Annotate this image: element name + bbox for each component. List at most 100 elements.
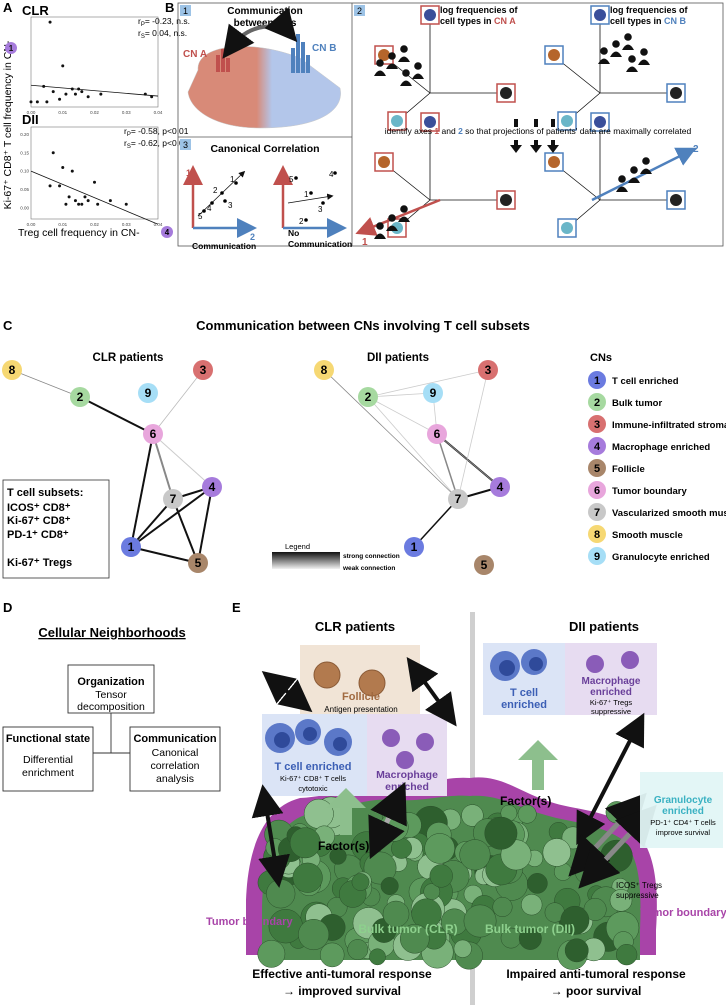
tumor-cell <box>347 939 369 960</box>
comm-sub-3: analysis <box>156 773 194 785</box>
cn-node-label: 7 <box>170 492 177 506</box>
macro-label-1: Macrophage <box>376 769 438 781</box>
step-2-number: 2 <box>357 6 362 16</box>
clr-network-title: CLR patients <box>93 352 164 364</box>
tumor-cell <box>369 948 386 966</box>
tcell-sub-2: cytotoxic <box>298 784 327 793</box>
cn-node-4 <box>202 477 222 497</box>
identify-post: so that projections of patients' data ar… <box>463 126 692 136</box>
granulocyte-box <box>640 772 723 848</box>
cn-node-3 <box>193 360 213 380</box>
e-dii-title: DII patients <box>569 619 639 634</box>
cn-a-label: CN A <box>183 49 207 60</box>
tumor-cell <box>616 943 638 966</box>
dii-tcell-label-1: T cell <box>510 687 538 699</box>
cn-node-8 <box>314 360 334 380</box>
stat-value: = -0.62, p<0.05 <box>131 138 189 148</box>
svg-text:1: 1 <box>230 175 235 184</box>
x-tick-label: 0.01 <box>58 110 67 115</box>
svg-text:rP= -0.58, p<0.01: rP= -0.58, p<0.01 <box>124 126 189 138</box>
tumor-cell <box>492 896 513 917</box>
tumor-boundary-left: Tumor boundary <box>206 916 293 928</box>
projection-axis-1 <box>355 198 441 236</box>
svg-text:4: 4 <box>329 170 334 179</box>
comm-title-1: Communication <box>227 6 303 17</box>
scatter-point <box>48 184 52 188</box>
func-sub-2: enrichment <box>22 767 74 779</box>
communication-title: Communication <box>133 733 216 745</box>
communication-arrow <box>222 7 298 59</box>
panel-a: A CLR rP= -0.23, n.s. rS= 0.04, n.s. 0.0… <box>2 0 190 239</box>
panel-a-top-stats: rP= -0.23, n.s. rS= 0.04, n.s. <box>138 16 190 40</box>
legend-node-number: 2 <box>594 397 600 409</box>
cn-node-label: 3 <box>485 363 492 377</box>
scatter-point <box>48 20 52 24</box>
subset-item: PD-1⁺ CD8⁺ <box>7 529 69 541</box>
y-axis-title: Ki-67⁺ CD8⁺ T cell frequency in CN- <box>2 40 14 209</box>
functional-state-title: Functional state <box>6 733 90 745</box>
poor-label: → poor survival <box>551 984 642 998</box>
dii-macro-label-1: Macrophage <box>582 676 641 687</box>
legend-cn-label: Follicle <box>612 464 645 475</box>
effective-label: Effective anti-tumoral response <box>252 967 432 981</box>
tissue-map <box>187 46 341 129</box>
tumor-cell <box>463 904 497 938</box>
cn-node-label: 8 <box>321 363 328 377</box>
legend-node-number: 9 <box>594 551 600 563</box>
svg-text:5: 5 <box>198 212 203 221</box>
canon-title: Canonical Correlation <box>210 143 319 155</box>
tumor-cell <box>461 804 484 827</box>
cn-node-8 <box>2 360 22 380</box>
tumor-cell <box>564 938 589 963</box>
macrophage-glyphs <box>382 729 434 769</box>
panel-d: D Cellular Neighborhoods Organization Te… <box>2 600 221 792</box>
clr-factor-arrow <box>326 788 366 835</box>
improved-label: → improved survival <box>283 984 401 998</box>
scatter-point <box>80 202 84 206</box>
axes-cn-b-bottom <box>544 112 686 238</box>
dii-tcell-glyphs <box>490 649 547 681</box>
legend-node-2 <box>588 393 606 411</box>
cn-node-6 <box>143 424 163 444</box>
regression-line <box>30 170 159 225</box>
legend-node-number: 1 <box>594 375 600 387</box>
scatter-point <box>67 195 71 199</box>
legend-cn-label: Vascularized smooth muscle <box>612 508 726 519</box>
gran-label-2: enriched <box>662 806 704 817</box>
legend-cn-label: T cell enriched <box>612 376 679 387</box>
func-sub-1: Differential <box>23 754 73 766</box>
panel-a-top-title: CLR <box>22 3 49 18</box>
network-edge <box>367 392 434 398</box>
legend-node-number: 5 <box>594 463 600 475</box>
legend-node-number: 4 <box>594 441 601 453</box>
functional-state-box <box>2 726 94 792</box>
scatter-point <box>108 199 112 203</box>
cn-node-9 <box>423 383 443 403</box>
x-tick-label: 0.00 <box>27 110 36 115</box>
scatter-point <box>96 202 100 206</box>
identify-text: identify axes 1 and 2 so that projection… <box>385 126 692 136</box>
step-1-number: 1 <box>183 6 188 16</box>
x-tick-label: 0.03 <box>122 222 131 227</box>
tumor-cell <box>289 827 321 859</box>
comm-sub-2: correlation <box>150 760 199 772</box>
tcell-glyphs <box>265 719 352 756</box>
scatter-point <box>58 184 62 188</box>
tcell-sub-1: Ki-67⁺ CD8⁺ T cells <box>280 774 346 783</box>
log-b-cn: CN B <box>664 16 686 26</box>
x-tick-label: 0.02 <box>90 222 99 227</box>
axes-cn-a-top <box>374 5 516 131</box>
gran-label-1: Granulocyte <box>654 795 713 806</box>
log-a-line1: log frequencies of <box>440 5 519 15</box>
scatter-point <box>124 202 128 206</box>
panel-c: C Communication between CNs involving T … <box>2 318 726 579</box>
tcell-tumor-arrow <box>251 784 290 888</box>
org-sub-1: Tensor <box>95 689 127 701</box>
stat-sub: S <box>141 34 145 40</box>
bottom-plot-frame <box>30 126 159 220</box>
cn-node-label: 9 <box>430 386 437 400</box>
cn-node-label: 7 <box>455 492 462 506</box>
legend-title: Legend <box>285 542 310 551</box>
